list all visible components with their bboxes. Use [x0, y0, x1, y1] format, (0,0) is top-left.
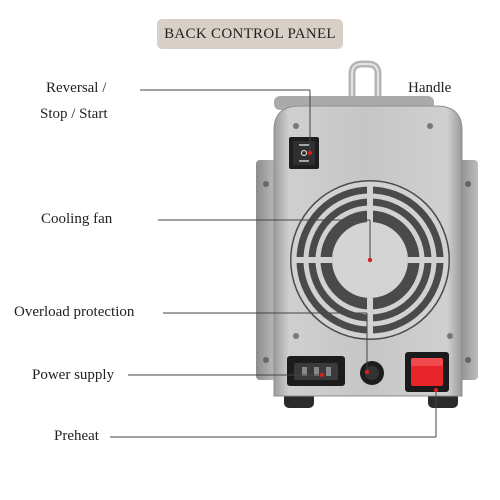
pointer-lines [110, 89, 437, 438]
screw [465, 357, 471, 363]
screw [293, 333, 299, 339]
label-handle: Handle [408, 80, 452, 96]
overload-knob[interactable] [360, 361, 384, 385]
label-reversal-line2: Stop / Start [40, 106, 108, 122]
screw [293, 123, 299, 129]
pointer-dot [364, 369, 370, 375]
label-reversal-line1: Reversal / [46, 80, 107, 96]
screw [263, 357, 269, 363]
pointer-dot [367, 257, 373, 263]
screw [263, 181, 269, 187]
left-flange [256, 160, 276, 380]
label-preheat: Preheat [54, 428, 99, 444]
label-cooling-fan: Cooling fan [41, 211, 113, 227]
screw [427, 123, 433, 129]
screw [447, 333, 453, 339]
reversal-switch[interactable] [289, 137, 319, 169]
preheat-switch[interactable] [405, 352, 449, 392]
right-flange [458, 160, 478, 380]
pointer-dot [319, 372, 325, 378]
title-text: BACK CONTROL PANEL [164, 25, 336, 42]
label-power-supply: Power supply [32, 367, 115, 383]
handle [348, 60, 382, 108]
pointer-dot [307, 150, 313, 156]
power-inlet[interactable] [287, 356, 345, 386]
pointer-dot [433, 387, 439, 393]
title-badge: BACK CONTROL PANEL [157, 19, 343, 49]
screw [465, 181, 471, 187]
label-overload: Overload protection [14, 304, 135, 320]
